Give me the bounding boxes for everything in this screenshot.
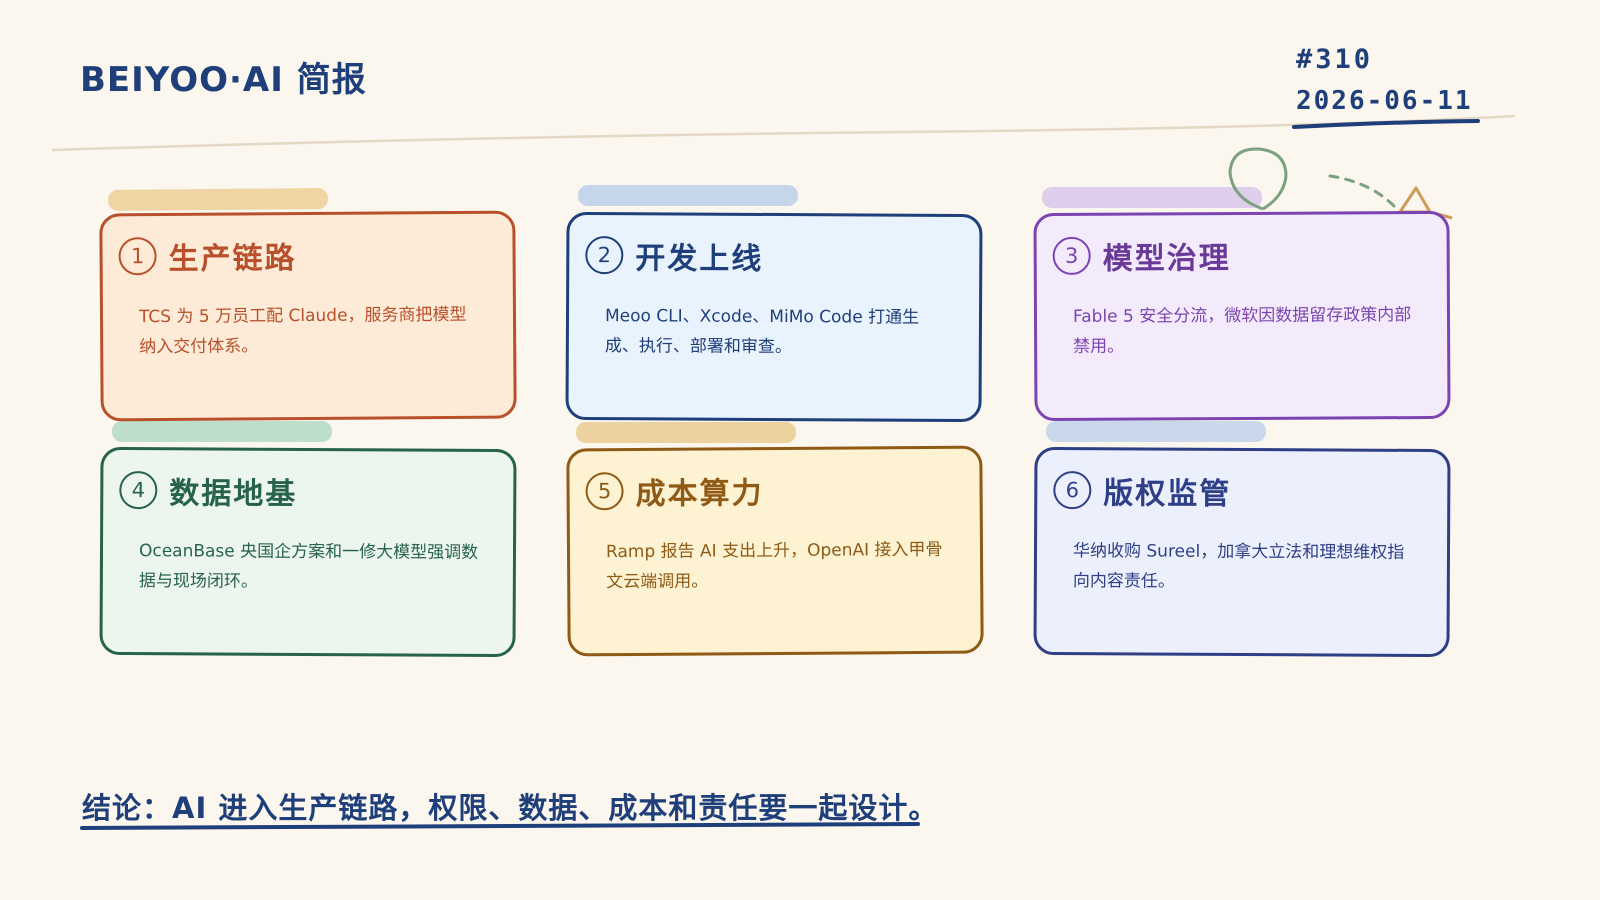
conclusion-text: 结论：AI 进入生产链路，权限、数据、成本和责任要一起设计。 — [82, 791, 939, 825]
card-title: 版权监管 — [1103, 476, 1232, 512]
header-divider-line — [51, 114, 1516, 152]
card-title: 数据地基 — [169, 476, 298, 512]
tape-3 — [1042, 187, 1262, 208]
card-cost-compute: 5 成本算力 Ramp 报告 AI 支出上升，OpenAI 接入甲骨文云端调用。 — [566, 445, 984, 657]
card-number-badge: 2 — [585, 236, 624, 275]
card-body: Fable 5 安全分流，微软因数据留存政策内部禁用。 — [1072, 305, 1412, 357]
tape-2 — [578, 185, 798, 206]
card-title: 成本算力 — [635, 476, 764, 512]
card-number-badge: 5 — [585, 472, 624, 511]
tape-1 — [108, 188, 329, 211]
card-title: 开发上线 — [635, 241, 764, 277]
date-underline — [1292, 119, 1480, 129]
tape-4 — [112, 421, 332, 442]
card-data-foundation: 4 数据地基 OceanBase 央国企方案和一修大模型强调数据与现场闭环。 — [99, 446, 517, 658]
card-dev-deploy: 2 开发上线 Meoo CLI、Xcode、MiMo Code 打通生成、执行、… — [565, 211, 983, 423]
tape-5 — [576, 422, 796, 443]
dashed-trail-doodle-icon — [1328, 174, 1396, 208]
card-title: 模型治理 — [1102, 241, 1231, 277]
issue-date: 2026-06-11 — [1296, 86, 1473, 116]
card-title: 生产链路 — [168, 241, 297, 277]
balloon-doodle-icon — [1228, 147, 1288, 211]
card-body: TCS 为 5 万员工配 Claude，服务商把模型纳入交付体系。 — [138, 304, 467, 358]
card-number-badge: 6 — [1053, 471, 1092, 510]
card-model-governance: 3 模型治理 Fable 5 安全分流，微软因数据留存政策内部禁用。 — [1033, 210, 1451, 422]
card-number-badge: 1 — [118, 237, 157, 276]
card-body: 华纳收购 Sureel，加拿大立法和理想维权指向内容责任。 — [1072, 541, 1405, 592]
card-number-badge: 3 — [1052, 236, 1091, 275]
issue-number: #310 — [1296, 44, 1374, 75]
card-copyright-regulation: 6 版权监管 华纳收购 Sureel，加拿大立法和理想维权指向内容责任。 — [1033, 446, 1451, 658]
card-body: OceanBase 央国企方案和一修大模型强调数据与现场闭环。 — [138, 541, 479, 592]
brand-title: BEIYOO·AI 简报 — [80, 60, 367, 100]
card-production-chain: 1 生产链路 TCS 为 5 万员工配 Claude，服务商把模型纳入交付体系。 — [99, 210, 517, 422]
card-body: Meoo CLI、Xcode、MiMo Code 打通生成、执行、部署和审查。 — [604, 306, 920, 358]
card-body: Ramp 报告 AI 支出上升，OpenAI 接入甲骨文云端调用。 — [605, 539, 943, 593]
card-number-badge: 4 — [119, 471, 158, 510]
tape-6 — [1046, 421, 1266, 442]
